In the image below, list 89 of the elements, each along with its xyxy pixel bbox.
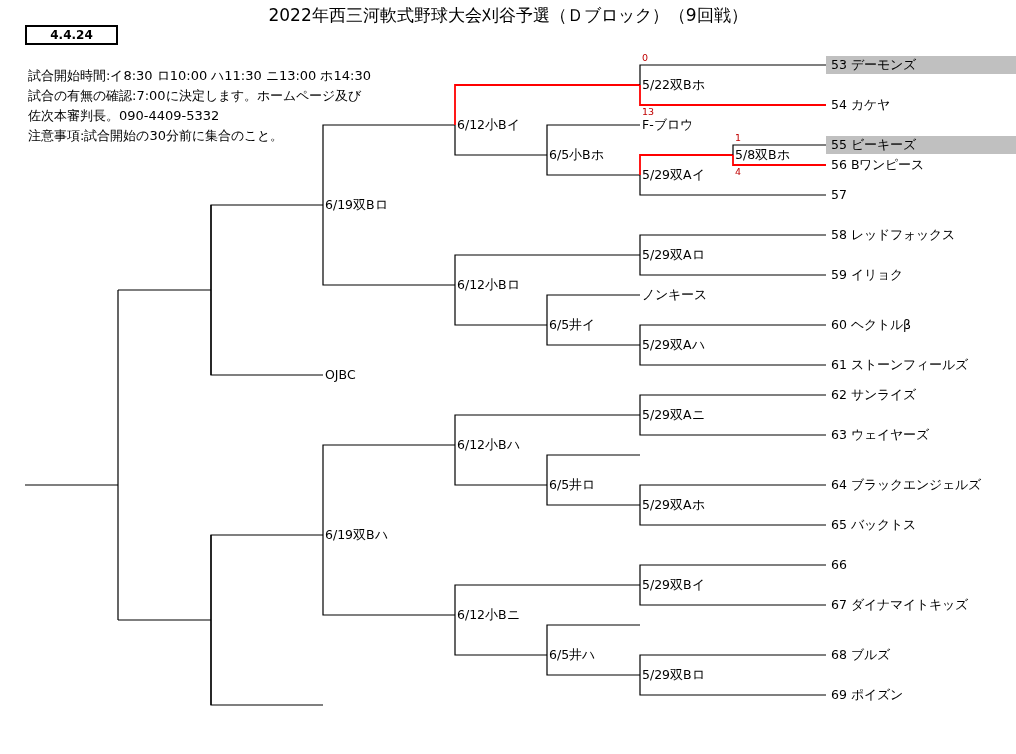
match-label: 5/8双Bホ (733, 147, 792, 163)
note-text: 試合開始時間:イ8:30 ロ10:00 ハ11:30 ニ13:00 ホ14:30 (28, 67, 371, 85)
bracket-line (454, 284, 548, 326)
bracket-line (454, 444, 548, 486)
bracket-line (639, 394, 827, 416)
bracket-line (454, 614, 548, 656)
bracket-line (639, 504, 827, 526)
team-name: 59 イリョク (826, 267, 905, 283)
match-label: 6/12小Bロ (455, 277, 522, 293)
team-name: 66 (826, 557, 849, 573)
bracket-line (639, 414, 827, 436)
bracket-line (454, 584, 641, 616)
match-label: 6/12小Bイ (455, 117, 522, 133)
bracket-line (454, 254, 641, 286)
bracket-line (546, 484, 641, 506)
bracket-line (639, 584, 827, 606)
bracket-line (639, 234, 827, 256)
bracket-line (639, 564, 827, 586)
score-label: 13 (641, 107, 656, 117)
match-label: 6/5小Bホ (547, 147, 606, 163)
bracket-line (210, 534, 324, 706)
team-name: 57 (826, 187, 849, 203)
bracket-line (546, 294, 641, 326)
bracket-line (732, 154, 827, 166)
bracket-line (639, 484, 827, 506)
match-label: ノンキース (640, 287, 709, 303)
bracket-line (454, 414, 641, 446)
bracket-line (546, 624, 641, 656)
bracket-line (210, 204, 324, 376)
team-name: 56 Bワンピース (826, 157, 927, 173)
score-label: 0 (641, 53, 650, 63)
match-label: 5/29双Aハ (640, 337, 707, 353)
match-label: 6/19双Bハ (323, 527, 390, 543)
bracket-line (639, 654, 827, 676)
bracket-line (454, 84, 641, 126)
team-name: 53 デーモンズ (826, 56, 1016, 74)
match-label: 5/29双Aニ (640, 407, 707, 423)
match-label: 6/12小Bハ (455, 437, 522, 453)
match-label: 6/5井イ (547, 317, 598, 333)
match-label: F-ブロウ (640, 117, 695, 133)
team-name: 55 ビーキーズ (826, 136, 1016, 154)
match-label: 5/29双Bロ (640, 667, 707, 683)
bracket-line (322, 444, 456, 536)
note-text: 佐次本審判長。090-4409-5332 (28, 107, 220, 125)
match-label: 6/12小Bニ (455, 607, 522, 623)
bracket-line (639, 674, 827, 696)
note-text: 試合の有無の確認:7:00に決定します。ホームページ及び (28, 87, 361, 105)
bracket-line (546, 454, 641, 486)
team-name: 60 ヘクトルβ (826, 317, 913, 333)
team-name: 61 ストーンフィールズ (826, 357, 970, 373)
match-label: 5/29双Bイ (640, 577, 707, 593)
bracket-line (546, 124, 641, 156)
note-text: 注意事項:試合開始の30分前に集合のこと。 (28, 127, 283, 145)
bracket-line (322, 124, 456, 206)
match-label: 5/29双Aロ (640, 247, 707, 263)
team-name: 67 ダイナマイトキッズ (826, 597, 970, 613)
bracket-line (546, 154, 641, 176)
bracket-line (322, 534, 456, 616)
team-name: 58 レッドフォックス (826, 227, 957, 243)
team-name: 69 ポイズン (826, 687, 905, 703)
team-name: 65 バックトス (826, 517, 918, 533)
score-label: 4 (734, 167, 743, 177)
bracket-line (546, 654, 641, 676)
bracket-line (639, 344, 827, 366)
bracket-line (546, 324, 641, 346)
bracket-line (454, 124, 548, 156)
match-label: 5/29双Aイ (640, 167, 707, 183)
team-name: 64 ブラックエンジェルズ (826, 477, 983, 493)
score-label: 1 (734, 133, 743, 143)
title: 2022年西三河軟式野球大会刈谷予選（Ｄブロック）（9回戦） (267, 4, 749, 26)
bracket-line (639, 64, 827, 86)
bracket-line (322, 204, 456, 286)
team-name: 63 ウェイヤーズ (826, 427, 931, 443)
match-label: 6/5井ロ (547, 477, 598, 493)
bracket-line (639, 154, 734, 176)
match-label: 5/22双Bホ (640, 77, 707, 93)
bracket-line (639, 254, 827, 276)
match-label: 6/19双Bロ (323, 197, 390, 213)
team-name: 62 サンライズ (826, 387, 918, 403)
date-box: 4.4.24 (25, 25, 118, 45)
bracket-line (639, 84, 827, 106)
team-name: 68 ブルズ (826, 647, 892, 663)
match-label: OJBC (323, 367, 358, 383)
bracket-line (732, 144, 827, 156)
match-label: 6/5井ハ (547, 647, 598, 663)
team-name: 54 カケヤ (826, 97, 892, 113)
bracket-line (639, 174, 827, 196)
bracket-line (639, 324, 827, 346)
match-label: 5/29双Aホ (640, 497, 707, 513)
